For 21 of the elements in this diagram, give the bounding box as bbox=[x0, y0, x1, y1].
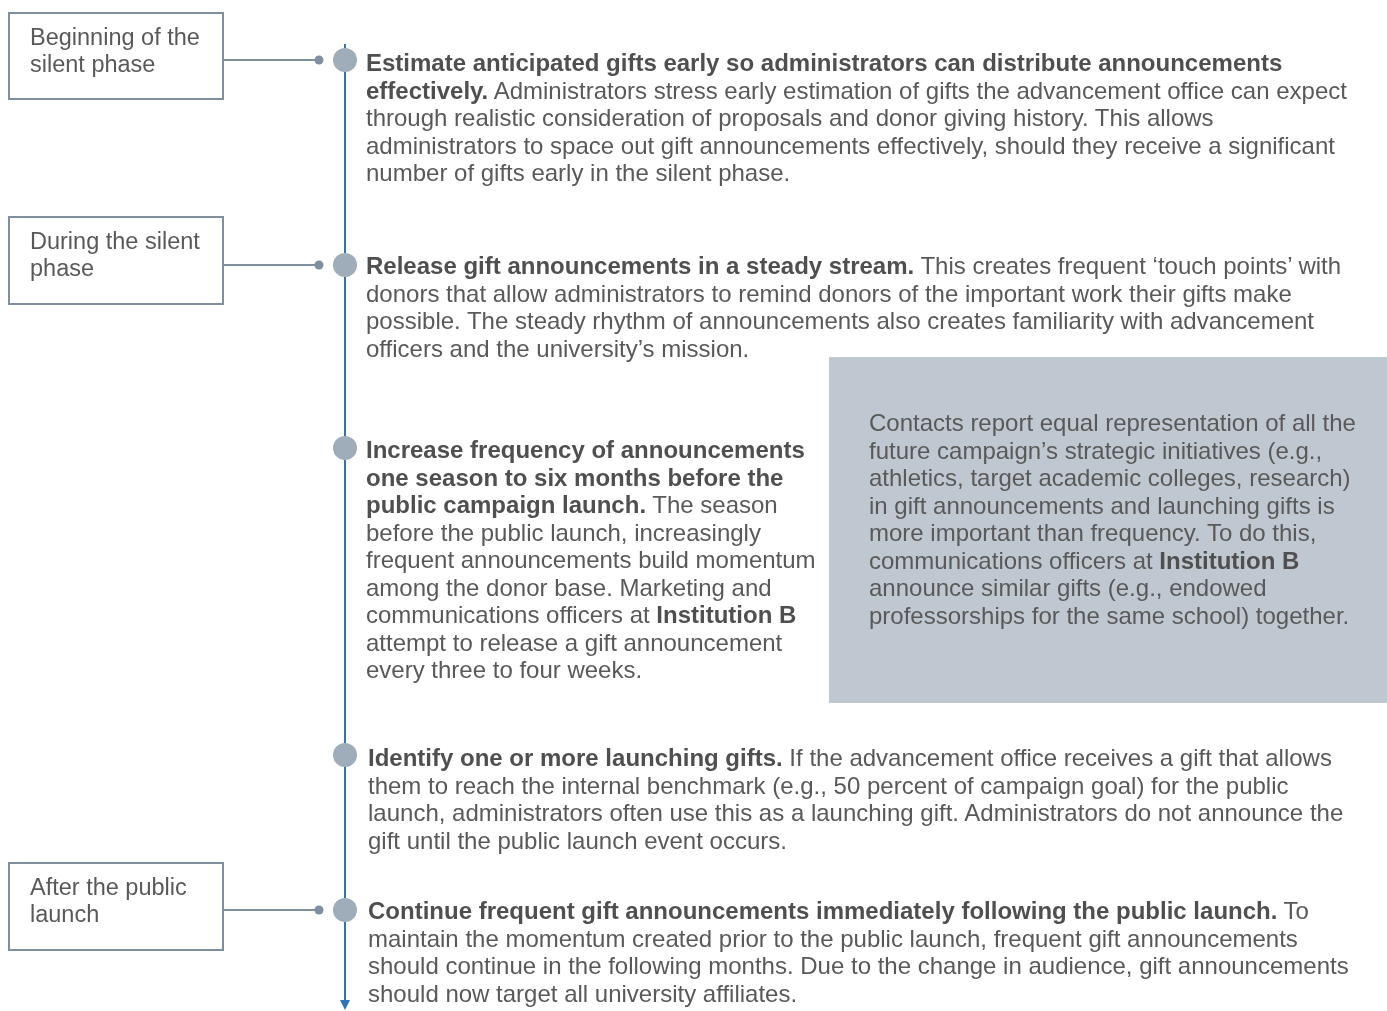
phase-box: Beginning of the silent phase bbox=[8, 12, 224, 100]
description-text: Continue frequent gift announcements immediately following the public launch. To maintain the momentum created prior to the public launch, frequent gift announcements should continue in the following months. Due to the change in audience, gift announcements should now target all university affiliates. bbox=[368, 897, 1350, 1007]
leader-line bbox=[223, 905, 324, 915]
timeline-line bbox=[344, 276, 346, 437]
timeline-dot bbox=[333, 898, 357, 922]
timeline-dot bbox=[333, 48, 357, 72]
timeline-line bbox=[344, 459, 346, 744]
timeline-dot bbox=[333, 743, 357, 767]
timeline-arrow bbox=[340, 921, 350, 1010]
description-text: Estimate anticipated gifts early so administrators can distribute announcements effectively. Administrators stress early estimation of gifts the advancement office can expect through realistic consideration of proposals and donor giving history. This allows administrators to space out gift announcements effectively, should they receive a significant number of gifts early in the silent phase. bbox=[366, 49, 1348, 187]
timeline-dot bbox=[333, 253, 357, 277]
timeline-dot bbox=[333, 436, 357, 460]
timeline-line bbox=[344, 766, 346, 899]
phase-box: After the public launch bbox=[8, 862, 224, 951]
timeline-line bbox=[344, 71, 346, 254]
phase-box: During the silent phase bbox=[8, 216, 224, 305]
leader-line bbox=[223, 260, 324, 270]
leader-line bbox=[223, 55, 324, 65]
description-text: Identify one or more launching gifts. If the advancement office receives a gift that allows them to reach the internal benchmark (e.g., 50 percent of campaign goal) for the public launch, administrators often use this as a launching gift. Administrators do not announce the gift until the public launch event occurs. bbox=[368, 744, 1345, 854]
description-text: Increase frequency of announcements one season to six months before the public campaign launch. The season before the public launch, increasingly frequent announcements build momentum among the donor base. Marketing and communications officers at Institution B attempt to release a gift announcement every three to four weeks. bbox=[366, 436, 817, 684]
callout-panel: Contacts report equal representation of all the future campaign’s strategic initiatives (e.g., athletics, target academic colleges, research) in gift announcements and launching gifts is more important than frequency. To do this, communications officers at Institution B announce similar gifts (e.g., endowed professorships for the same school) together. bbox=[829, 357, 1387, 703]
